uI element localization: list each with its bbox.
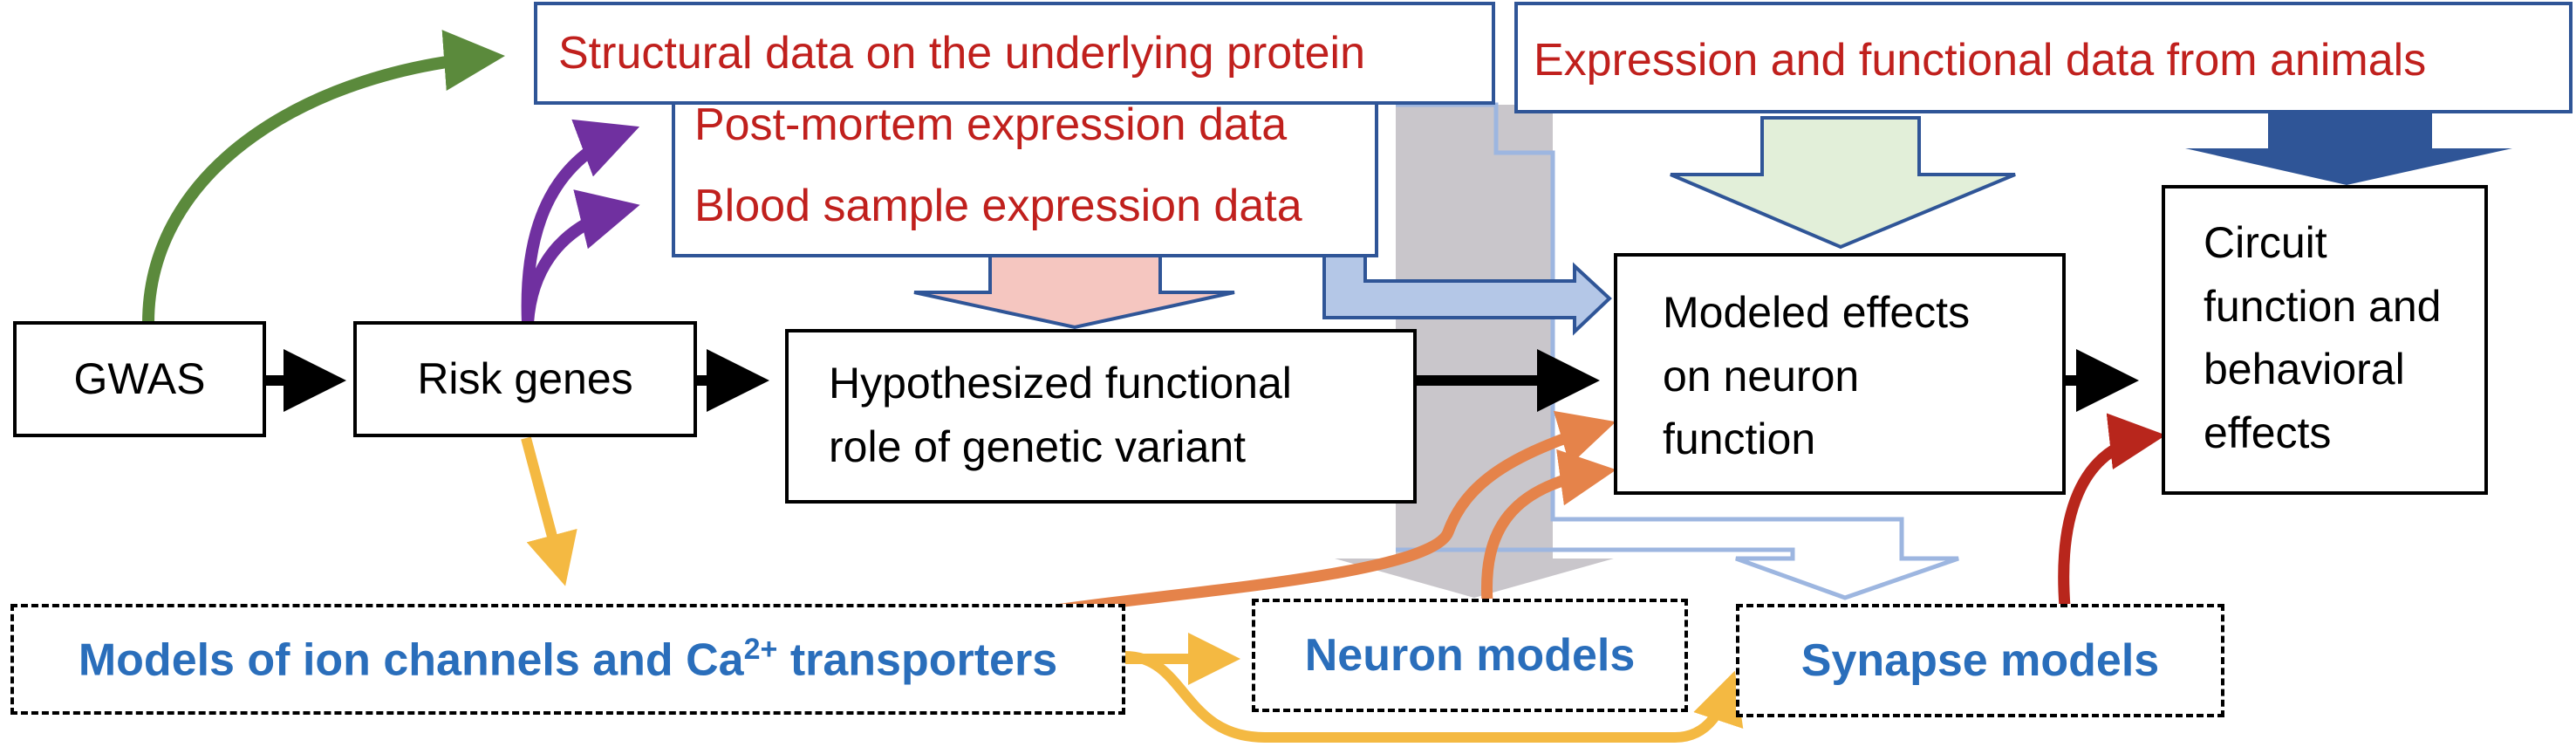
- synapse-models-label: Synapse models: [1800, 634, 2160, 686]
- darkblue-block-arrow: [2185, 113, 2512, 185]
- risk-genes-box: Risk genes: [353, 321, 697, 437]
- neuron-models-box: Neuron models: [1252, 599, 1688, 712]
- animal-data-box: Expression and functional data from anim…: [1514, 2, 2573, 113]
- ion-channel-models-box: Models of ion channels and Ca2+ transpor…: [10, 604, 1125, 715]
- ion-charge-superscript: 2+: [743, 632, 778, 666]
- circuit-function-label: Circuit function and behavioral effects: [2204, 218, 2442, 457]
- animal-data-label: Expression and functional data from anim…: [1534, 35, 2427, 86]
- hypothesized-role-box: Hypothesized functional role of genetic …: [785, 329, 1417, 504]
- pink-block-arrow: [913, 251, 1235, 330]
- arrow-neuron-to-modeled: [1480, 449, 1616, 603]
- expression-data-box: Post-mortem expression data Blood sample…: [672, 99, 1378, 257]
- arrow-ion-to-modeled: [1049, 410, 1616, 617]
- gwas-box: GWAS: [13, 321, 266, 437]
- postmortem-data-label: Post-mortem expression data: [694, 99, 1288, 150]
- blood-data-label: Blood sample expression data: [694, 181, 1302, 231]
- gwas-label: GWAS: [73, 354, 206, 404]
- hypothesized-role-label: Hypothesized functional role of genetic …: [829, 359, 1292, 471]
- arrow-ion-to-synapse-models: [1124, 651, 1744, 743]
- modeled-effects-box: Modeled effects on neuron function: [1614, 253, 2066, 495]
- synapse-models-box: Synapse models: [1736, 604, 2224, 717]
- ion-channel-models-label: Models of ion channels and Ca2+ transpor…: [78, 632, 1058, 685]
- arrow-risk-to-blood: [522, 189, 640, 324]
- risk-genes-label: Risk genes: [417, 354, 633, 404]
- arrow-risk-to-ion-models: [521, 436, 577, 586]
- lightblue-block-arrow: [1322, 251, 1612, 336]
- lightblue-outline-arrow: [1396, 102, 1959, 600]
- structural-data-box: Structural data on the underlying protei…: [534, 2, 1495, 105]
- arrow-synapse-to-circuit: [2058, 413, 2166, 607]
- modeled-effects-label: Modeled effects on neuron function: [1663, 288, 1971, 463]
- structural-data-label: Structural data on the underlying protei…: [558, 28, 1366, 79]
- arrow-gwas-to-structural: [142, 30, 505, 324]
- circuit-function-box: Circuit function and behavioral effects: [2162, 185, 2488, 495]
- neuron-models-label: Neuron models: [1304, 629, 1636, 681]
- arrow-risk-to-postmortem: [521, 119, 640, 324]
- lightgreen-block-arrow: [1670, 116, 2016, 250]
